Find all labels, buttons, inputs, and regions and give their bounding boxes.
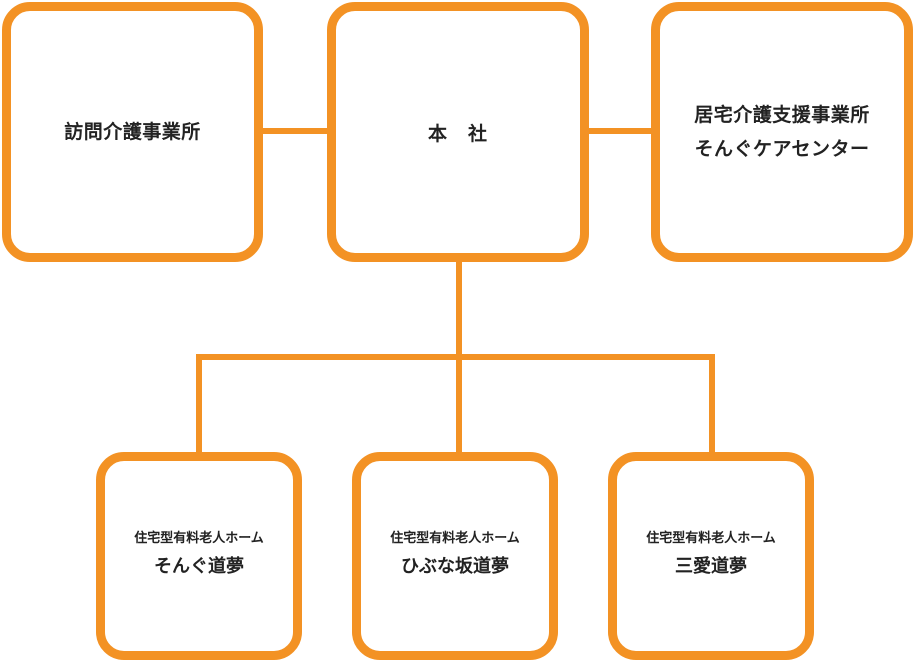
facility-name-label: ひぶな坂道夢 (401, 556, 509, 577)
head-office-box: 本 社 (327, 2, 589, 262)
facility-box-songu-domu: 住宅型有料老人ホーム そんぐ道夢 (96, 452, 302, 660)
home-care-support-office-line2: そんぐケアセンター (694, 138, 870, 160)
facility-type-label: 住宅型有料老人ホーム (390, 531, 520, 546)
connector-branch-bar (196, 354, 715, 452)
head-office-label: 本 社 (427, 122, 488, 145)
home-care-support-office-line1: 居宅介護支援事業所 (694, 104, 870, 126)
facility-box-hibunazaka-domu: 住宅型有料老人ホーム ひぶな坂道夢 (352, 452, 558, 660)
facility-type-label: 住宅型有料老人ホーム (134, 531, 264, 546)
facility-name-label: そんぐ道夢 (154, 556, 244, 577)
facility-box-sanai-domu: 住宅型有料老人ホーム 三愛道夢 (608, 452, 814, 660)
visiting-care-office-label: 訪問介護事業所 (64, 121, 201, 143)
home-care-support-office-box: 居宅介護支援事業所 そんぐケアセンター (651, 2, 913, 262)
facility-name-label: 三愛道夢 (675, 556, 747, 577)
facility-type-label: 住宅型有料老人ホーム (646, 531, 776, 546)
visiting-care-office-box: 訪問介護事業所 (2, 2, 263, 262)
